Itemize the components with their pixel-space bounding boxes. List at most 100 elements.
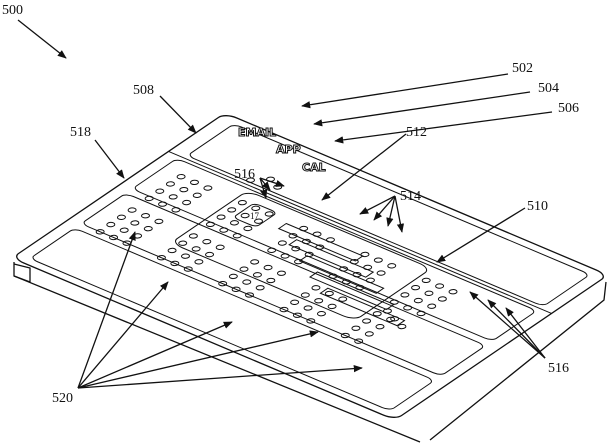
indicator-dot-open — [287, 233, 298, 239]
indicator-dot-filled — [170, 207, 181, 213]
leader-516e — [487, 299, 545, 358]
leader-520d — [78, 330, 319, 388]
indicator-dot-filled — [402, 305, 413, 311]
leader-514a — [359, 196, 395, 214]
indicator-dot-filled — [249, 259, 260, 265]
indicator-dot-filled — [373, 257, 384, 263]
ref-516-right: 516 — [548, 361, 569, 376]
label-cal: CAL — [302, 161, 326, 174]
indicator-dot-open — [326, 303, 337, 309]
indicator-dot-filled — [277, 240, 288, 246]
indicator-dot-filled — [140, 213, 151, 219]
indicator-dot-filled — [242, 225, 253, 231]
indicator-dot-open — [119, 227, 130, 233]
indicator-dot-filled — [245, 177, 256, 183]
ref-516-top: 516 — [234, 167, 255, 182]
indicator-dot-open — [175, 174, 186, 180]
indicator-dot-filled — [292, 312, 303, 318]
indicator-dot-filled — [165, 181, 176, 187]
leader-520b — [78, 281, 169, 388]
ref-504: 504 — [538, 81, 559, 96]
ref-500: 500 — [2, 3, 23, 18]
info-bar — [289, 240, 373, 277]
ref-502: 502 — [512, 61, 533, 76]
indicator-dot-filled — [105, 222, 116, 228]
indicator-dot-filled — [293, 259, 304, 265]
indicator-dot-open — [327, 273, 338, 279]
label-app: APP — [276, 143, 301, 156]
indicator-dot-filled — [410, 285, 421, 291]
leader-520a — [78, 231, 135, 388]
indicator-dot-filled — [189, 179, 200, 185]
info-bar — [300, 256, 384, 293]
ref-508: 508 — [133, 83, 154, 98]
indicator-dot-filled — [341, 279, 352, 285]
indicator-dot-filled — [129, 220, 140, 226]
indicator-dot-filled — [421, 277, 432, 283]
indicator-dot-filled — [382, 308, 393, 314]
indicator-dot-open — [166, 247, 177, 253]
indicator-dot-filled — [157, 201, 168, 207]
ref-514: 514 — [400, 189, 421, 204]
indicator-dot-open — [423, 290, 434, 296]
indicator-dot-filled — [226, 207, 237, 213]
indicator-dot-open — [192, 192, 203, 198]
ref-506: 506 — [558, 101, 579, 116]
leader-502 — [301, 74, 508, 109]
indicator-dot-filled — [434, 283, 445, 289]
leader-512 — [321, 134, 406, 201]
indicator-dot-filled — [314, 244, 325, 250]
indicator-dot-filled — [413, 298, 424, 304]
indicator-dot-filled — [178, 187, 189, 193]
indicator-dot-filled — [193, 259, 204, 265]
leader-lines — [18, 20, 552, 388]
indicator-dot-open — [144, 195, 155, 201]
indicator-dot-filled — [253, 218, 264, 224]
indicator-dot-open — [399, 292, 410, 298]
indicator-dot-open — [311, 231, 322, 237]
leader-516f — [505, 307, 545, 358]
indicator-dot-filled — [229, 220, 240, 226]
indicator-dot-filled — [169, 260, 180, 266]
indicator-dot-open — [279, 253, 290, 259]
indicator-dot-filled — [396, 323, 407, 329]
label-email: EMAIL — [238, 126, 276, 139]
indicator-dot-filled — [340, 332, 351, 338]
hinge — [14, 264, 30, 282]
leader-510 — [436, 208, 525, 262]
indicator-dot-open — [230, 286, 241, 292]
leader-518 — [95, 140, 125, 179]
indicator-dot-filled — [252, 272, 263, 278]
leader-506 — [334, 112, 552, 144]
leader-508 — [160, 96, 197, 134]
indicator-dot-filled — [153, 218, 164, 224]
indicator-dot-filled — [266, 247, 277, 253]
indicator-dot-filled — [265, 277, 276, 283]
segment-4 — [30, 228, 435, 411]
ref-512: 512 — [406, 125, 427, 140]
indicator-dot-filled — [349, 259, 360, 265]
indicator-dot-filled — [337, 296, 348, 302]
cover — [12, 113, 608, 420]
indicator-dot-open — [143, 226, 154, 232]
indicator-dot-open — [215, 214, 226, 220]
ref-518: 518 — [70, 125, 91, 140]
indicator-dot-filled — [188, 233, 199, 239]
figure-arrow — [18, 20, 67, 59]
indicator-dot-filled — [437, 296, 448, 302]
indicator-dot-open — [375, 270, 386, 276]
calendar-icon — [233, 203, 277, 227]
indicator-dot-filled — [361, 318, 372, 324]
indicator-dot-open — [95, 229, 106, 235]
indicator-dot-open — [302, 305, 313, 311]
info-bar — [310, 272, 394, 309]
indicator-dot-filled — [202, 185, 213, 191]
indicator-dot-filled — [181, 200, 192, 206]
indicator-dot-filled — [290, 246, 301, 252]
indicator-dot-filled — [313, 298, 324, 304]
indicator-dot-open — [351, 272, 362, 278]
leader-514d — [395, 196, 405, 233]
indicator-dot-filled — [156, 255, 167, 261]
indicator-dot-open — [264, 211, 275, 217]
